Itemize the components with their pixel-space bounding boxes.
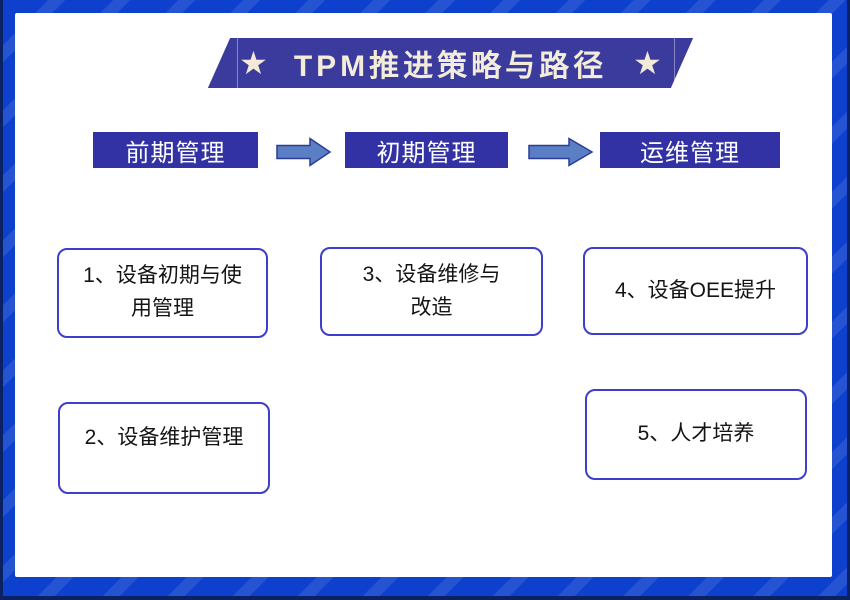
star-icon: ★ [239,45,268,81]
task-box-label: 4、设备OEE提升 [614,278,777,302]
task-box-label: 5、人才培养 [637,422,755,446]
frame-edge-bottom [0,596,850,600]
stage-label: 前期管理 [125,139,226,167]
stage-operation-maintenance: 运维管理 [600,132,780,168]
task-box-label: 2、设备维护管理 [84,426,244,449]
title-banner-content: ★ TPM推进策略与路径 ★ [219,38,682,88]
page-title: TPM推进策略与路径 [293,50,608,83]
stage-early-management: 前期管理 [93,132,258,168]
task-box-label: 1、设备初期与使 [83,264,242,288]
task-box-talent-development: 5、人才培养 [585,389,807,480]
frame-edge-right [847,0,850,600]
stage-label: 初期管理 [376,139,477,167]
banner-seam-left [237,38,238,88]
task-box-oee-improvement: 4、设备OEE提升 [583,247,808,335]
stage-initial-management: 初期管理 [345,132,508,168]
task-box-equipment-maintenance: 2、设备维护管理 [58,402,270,494]
star-icon: ★ [633,45,662,81]
task-box-label: 用管理 [131,297,194,320]
right-arrow-icon [528,137,594,167]
task-box-label: 改造 [410,295,453,319]
banner-seam-right [674,38,675,88]
task-box-equipment-initial-usage: 1、设备初期与使 用管理 [57,248,268,338]
right-arrow-icon [276,137,332,167]
frame-edge-left [0,0,3,600]
task-box-label: 3、设备维修与 [362,262,501,286]
task-box-repair-retrofit: 3、设备维修与 改造 [320,247,543,336]
stage-label: 运维管理 [640,139,740,167]
